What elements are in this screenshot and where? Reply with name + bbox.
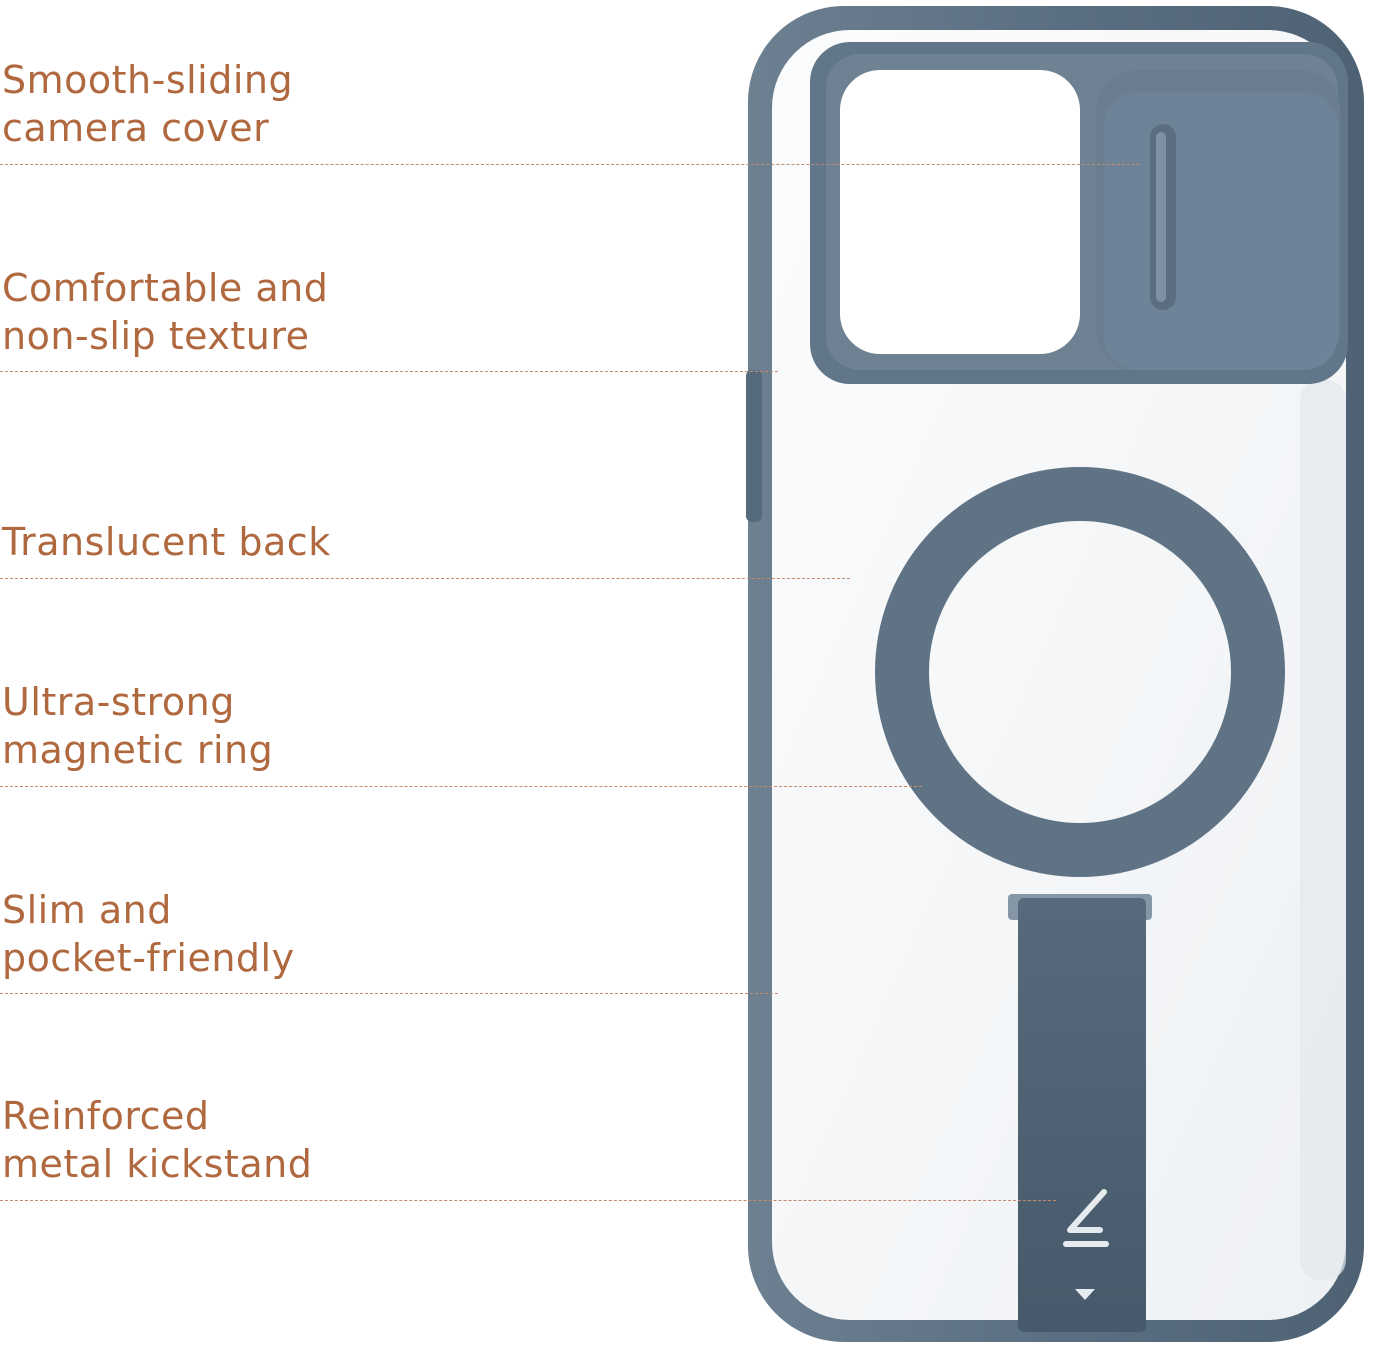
leader-line: [0, 786, 922, 787]
camera-opening: [840, 70, 1080, 354]
leader-line: [0, 1200, 1056, 1201]
side-button: [746, 370, 762, 522]
feature-line: Translucent back: [2, 520, 331, 564]
feature-line: Ultra-strong: [2, 680, 235, 724]
s-logo-icon: [1063, 1189, 1109, 1247]
feature-slim: Slim and pocket-friendly: [2, 886, 295, 982]
leader-line: [0, 164, 1140, 165]
feature-texture: Comfortable and non-slip texture: [2, 264, 328, 360]
triangle-down-icon: [1075, 1289, 1095, 1300]
feature-line: magnetic ring: [2, 728, 274, 772]
feature-line: Slim and: [2, 888, 172, 932]
feature-camera-cover: Smooth-sliding camera cover: [2, 56, 293, 152]
feature-line: Smooth-sliding: [2, 58, 294, 102]
leader-line: [0, 371, 778, 372]
feature-line: non-slip texture: [2, 314, 310, 358]
feature-kickstand: Reinforced metal kickstand: [2, 1092, 312, 1188]
feature-line: Comfortable and: [2, 266, 329, 310]
metal-kickstand[interactable]: [1018, 898, 1146, 1332]
feature-magnetic-ring: Ultra-strong magnetic ring: [2, 678, 273, 774]
feature-line: metal kickstand: [2, 1142, 313, 1186]
feature-translucent-back: Translucent back: [2, 518, 331, 566]
magnetic-ring: [875, 467, 1285, 877]
feature-line: pocket-friendly: [2, 936, 295, 980]
feature-line: Reinforced: [2, 1094, 210, 1138]
leader-line: [0, 578, 850, 579]
feature-line: camera cover: [2, 106, 270, 150]
leader-line: [0, 993, 778, 994]
